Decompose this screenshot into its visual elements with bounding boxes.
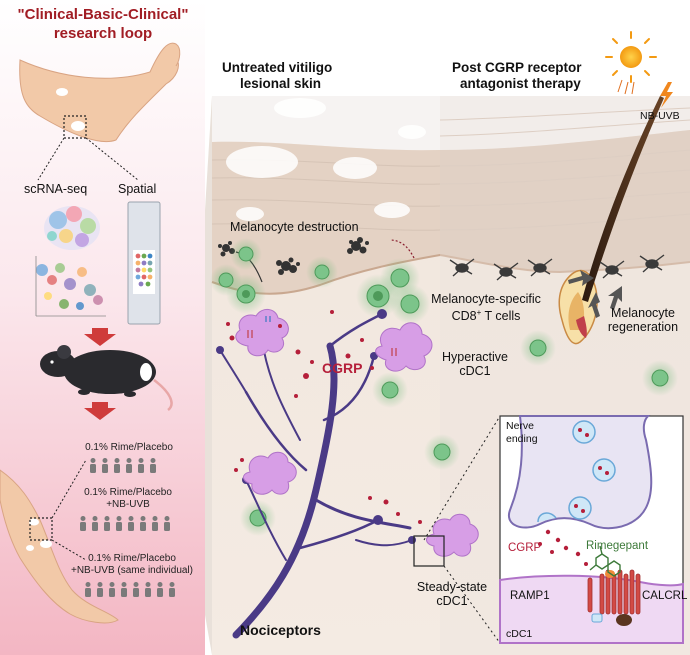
steady-cdc1-label-line2: cDC1 xyxy=(436,594,468,608)
melanocyte-regen-label-line1: Melanocyte xyxy=(611,306,675,320)
cd8-label-tcells: T cells xyxy=(481,309,521,324)
arm-illustration-top xyxy=(19,42,181,181)
hair-follicle xyxy=(558,96,664,345)
group3-label-line1: 0.1% Rime/Placebo xyxy=(88,553,176,564)
arrow-down-1 xyxy=(84,328,116,346)
receptor-markers xyxy=(247,316,397,356)
group3-label-line2: +NB-UVB (same individual) xyxy=(71,565,193,576)
group2-label-line1: 0.1% Rime/Placebo xyxy=(84,487,172,498)
inset-calcrl-label: CALCRL xyxy=(642,590,688,602)
panel-untreated-title-line2: lesional skin xyxy=(240,76,322,91)
skin-basal-line xyxy=(211,253,690,295)
arm-illustration-bottom xyxy=(0,459,119,624)
arrow-down-2 xyxy=(84,402,116,420)
regeneration-arrows xyxy=(568,270,622,318)
cd8-t-cells xyxy=(210,238,678,536)
cd8-label-line2: CD8+ T cells xyxy=(420,306,552,323)
steady-cdc1-label-line1: Steady-state xyxy=(416,580,488,594)
participant-icons-group3 xyxy=(85,582,175,597)
inset-ramp1-label: RAMP1 xyxy=(510,590,550,602)
cd8-label-line1: Melanocyte-specific xyxy=(431,292,541,306)
spatial-slide xyxy=(127,201,161,325)
cgrp-main-label: CGRP xyxy=(322,360,363,376)
panel-post-title-line2: antagonist therapy xyxy=(460,76,581,91)
skin-epidermis-untreated xyxy=(212,141,440,294)
melanocytes-regenerated xyxy=(449,254,665,281)
method-scrna-label: scRNA-seq xyxy=(24,182,88,196)
hyperactive-cdc1-label-line1: Hyperactive xyxy=(442,350,508,364)
lightning-icon xyxy=(660,82,673,108)
inset-nerve-ending-line1: Nerve xyxy=(506,420,535,432)
method-spatial-label: Spatial xyxy=(118,182,157,196)
mouse-illustration xyxy=(40,345,173,411)
skin-stratum-corneum xyxy=(212,96,690,151)
sun-icon xyxy=(605,31,657,95)
group2-label-line2: +NB-UVB xyxy=(106,499,150,510)
inset-cdc1-label: cDC1 xyxy=(506,628,533,640)
inset-synapse xyxy=(413,415,684,644)
panel-untreated-title-line1: Untreated vitiligo xyxy=(222,60,333,75)
scrna-seq-clusters xyxy=(35,206,106,317)
inset-nerve-ending-line2: ending xyxy=(506,433,538,445)
hyperactive-cdc1-cells xyxy=(235,309,479,557)
cd8-label-text: CD8 xyxy=(451,309,477,324)
loop-title-line2: research loop xyxy=(53,25,153,42)
melanocyte-destruction-label: Melanocyte destruction xyxy=(230,220,359,234)
nbuvb-label: NB-UVB xyxy=(640,110,680,122)
loop-title-line1: "Clinical-Basic-Clinical" xyxy=(17,6,189,23)
group1-label: 0.1% Rime/Placebo xyxy=(85,442,173,453)
participant-icons-group1 xyxy=(90,458,156,473)
panel-connector xyxy=(205,96,212,655)
inset-rimegepant-label: Rimegepant xyxy=(586,540,649,552)
cgrp-particles xyxy=(226,310,422,524)
inset-cgrp-label: CGRP xyxy=(508,542,542,554)
melanocyte-regen-label-line2: regeneration xyxy=(607,320,679,334)
participant-icons-group2 xyxy=(80,516,170,531)
cd8-label-superscript: + xyxy=(476,308,482,317)
nociceptors-label: Nociceptors xyxy=(240,622,321,638)
hyperactive-cdc1-label-line2: cDC1 xyxy=(459,364,491,378)
depigmented-patches xyxy=(226,98,426,221)
panel-post-title-line1: Post CGRP receptor xyxy=(452,60,582,75)
